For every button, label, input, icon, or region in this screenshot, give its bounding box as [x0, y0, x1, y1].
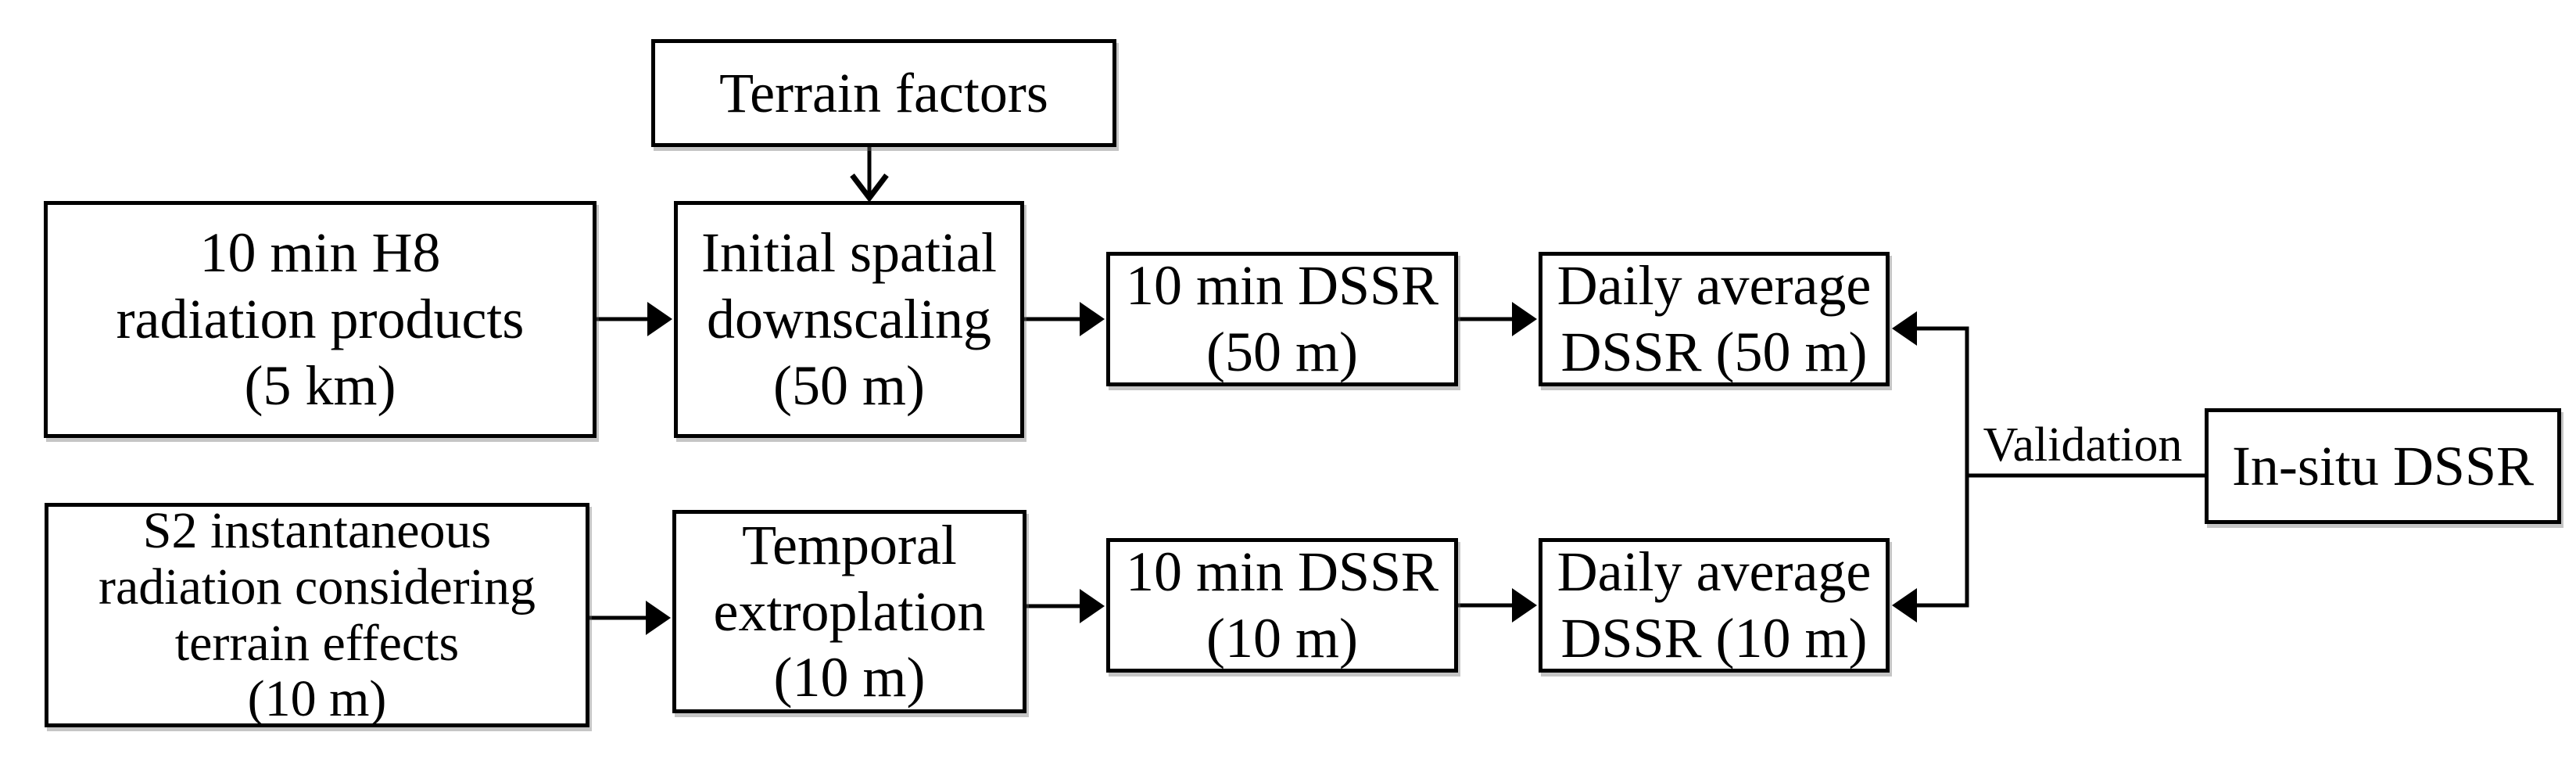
- node-daily-average-dssr-50m: Daily average DSSR (50 m): [1539, 252, 1890, 386]
- node-10min-dssr-50m-label: 10 min DSSR (50 m): [1125, 254, 1439, 383]
- node-daily-average-dssr-50m-label: Daily average DSSR (50 m): [1557, 254, 1872, 383]
- node-insitu-dssr: In-situ DSSR: [2205, 408, 2561, 524]
- arrowhead-temporal-to-dssr10: [1080, 589, 1105, 623]
- arrowhead-terrain-to-initial: [850, 173, 889, 203]
- node-10min-dssr-10m-label: 10 min DSSR (10 m): [1125, 540, 1439, 669]
- arrowhead-s2-to-temporal: [646, 601, 671, 635]
- node-initial-spatial-downscaling-label: Initial spatial downscaling (50 m): [701, 221, 997, 417]
- arrowhead-dssr50-to-daily50: [1512, 302, 1537, 336]
- node-10min-dssr-50m: 10 min DSSR (50 m): [1106, 252, 1458, 386]
- arrowhead-initial-to-dssr50: [1080, 302, 1105, 336]
- node-s2-instantaneous-radiation-label: S2 instantaneous radiation considering t…: [98, 501, 536, 728]
- arrowhead-insitu-to-daily10: [1892, 588, 1917, 623]
- node-insitu-dssr-label: In-situ DSSR: [2231, 434, 2535, 497]
- node-temporal-extroplation: Temporal extroplation (10 m): [672, 510, 1026, 713]
- node-10min-dssr-10m: 10 min DSSR (10 m): [1106, 538, 1458, 673]
- node-initial-spatial-downscaling: Initial spatial downscaling (50 m): [674, 201, 1024, 438]
- edge-insitu-validation: [1917, 326, 2205, 608]
- arrowhead-dssr10-to-daily10: [1512, 588, 1537, 623]
- node-terrain-factors-label: Terrain factors: [719, 61, 1048, 124]
- validation-edge-label: Validation: [1983, 418, 2183, 472]
- arrowhead-insitu-to-daily50: [1892, 311, 1917, 346]
- node-h8-radiation-products-label: 10 min H8 radiation products (5 km): [116, 221, 525, 417]
- node-h8-radiation-products: 10 min H8 radiation products (5 km): [44, 201, 597, 438]
- node-terrain-factors: Terrain factors: [651, 39, 1116, 147]
- node-temporal-extroplation-label: Temporal extroplation (10 m): [713, 513, 986, 709]
- node-daily-average-dssr-10m-label: Daily average DSSR (10 m): [1557, 540, 1872, 669]
- node-daily-average-dssr-10m: Daily average DSSR (10 m): [1539, 538, 1890, 673]
- node-s2-instantaneous-radiation: S2 instantaneous radiation considering t…: [45, 501, 589, 728]
- arrowhead-h8-to-initial: [647, 302, 672, 336]
